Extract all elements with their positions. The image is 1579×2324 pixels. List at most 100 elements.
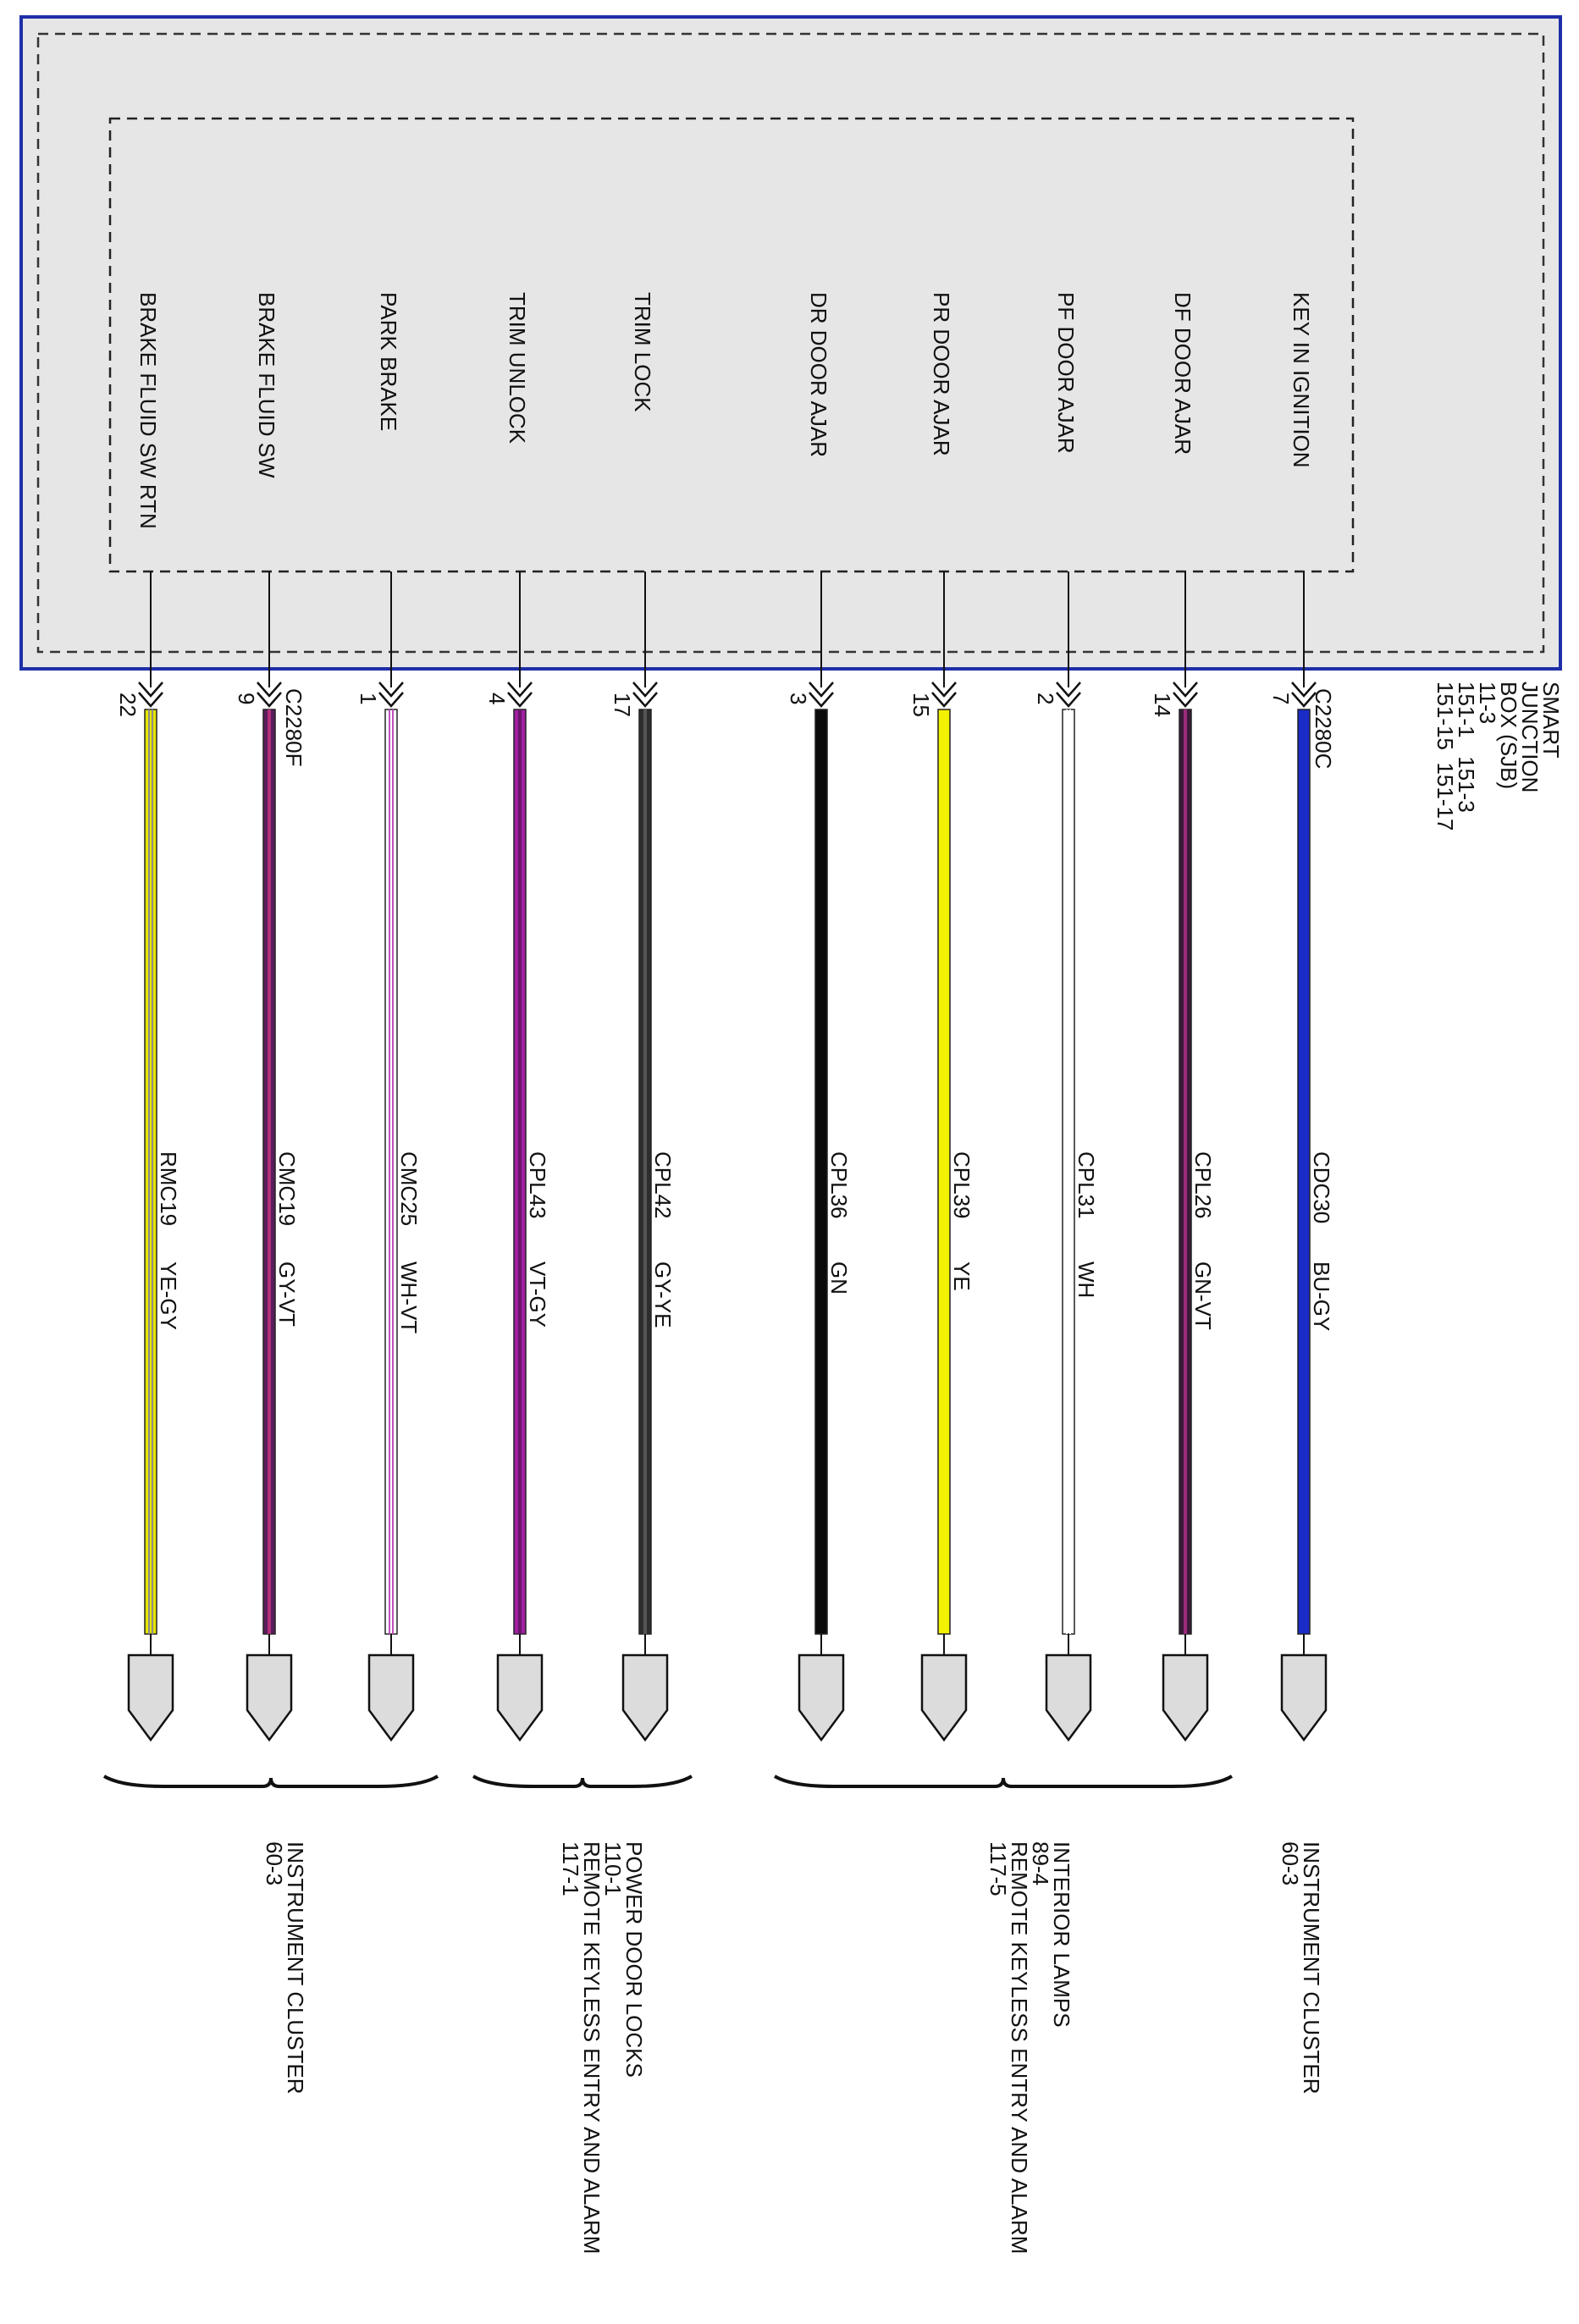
circuit-id: CPL43 [525, 1151, 550, 1219]
pin-chevron-icon [809, 692, 834, 708]
pin-number: 22 [115, 693, 141, 717]
terminal-connector-icon [1045, 1653, 1092, 1742]
destination-line: POWER DOOR LOCKS [621, 1841, 647, 2078]
destination-brackets [102, 1775, 1234, 1788]
pin-number: 15 [908, 693, 934, 717]
pin-chevron-icon [1056, 682, 1081, 698]
destination-line: 110-1 [600, 1841, 626, 1896]
destination-line: REMOTE KEYLESS ENTRY AND ALARM [579, 1841, 605, 2254]
terminal-connector-icon [920, 1653, 968, 1742]
bracket-line [472, 1775, 693, 1788]
pin-chevron-icon [257, 682, 282, 698]
pin-number-group: 9 [234, 693, 259, 704]
signal-label-group: TRIM LOCK [630, 292, 655, 412]
pin-number-group: 1 [356, 693, 381, 704]
pin-number-group: 7 [1268, 693, 1294, 704]
pin-number: 4 [484, 693, 510, 704]
signal-label-group: PF DOOR AJAR [1053, 292, 1079, 454]
pin-number: 14 [1150, 693, 1175, 717]
signal-label: BRAKE FLUID SW [254, 292, 279, 478]
signal-label: DF DOOR AJAR [1170, 292, 1195, 455]
sjb-ref-line-1: 11-3 [1475, 682, 1500, 724]
wire-color-code: GN [826, 1261, 852, 1294]
sjb-ref-line-3: 151-15 151-17 [1433, 682, 1458, 831]
wire-color-code: YE-GY [156, 1261, 181, 1330]
circuit-id: CPL39 [949, 1151, 974, 1219]
pin-chevron-icon [1173, 692, 1198, 708]
pin-number: 1 [356, 693, 381, 704]
pin-number: 17 [610, 693, 635, 717]
wire-color-code: GY-VT [274, 1261, 300, 1327]
pin-chevron-icon [507, 682, 533, 698]
signal-label-group: BRAKE FLUID SW [254, 292, 279, 478]
pin-chevron-icon [378, 682, 404, 698]
sjb-name-line-3: BOX (SJB) [1496, 682, 1521, 789]
signal-label-group: PR DOOR AJAR [929, 292, 954, 456]
pin-chevron-icon [1173, 682, 1198, 698]
wire-body [384, 709, 398, 1635]
circuit-id: CPL26 [1190, 1151, 1216, 1219]
circuit-id: CMC25 [396, 1151, 422, 1226]
pin-number: 7 [1268, 693, 1294, 704]
terminal-connector-icon [127, 1653, 174, 1742]
signal-label-group: DF DOOR AJAR [1170, 292, 1195, 455]
bracket-line [102, 1775, 439, 1788]
pin-chevron-icon [1056, 692, 1081, 708]
terminal-connector-icon [1162, 1653, 1209, 1742]
terminal-connector-icon [621, 1653, 669, 1742]
signal-label-group: TRIM UNLOCK [505, 292, 530, 444]
sjb-name-line-2: JUNCTION [1517, 682, 1543, 792]
destination-line: 117-1 [558, 1841, 583, 1896]
pin-number-group: 3 [786, 693, 811, 704]
wire-body [144, 709, 157, 1635]
pin-number-group: 17 [610, 693, 635, 717]
destination-line: REMOTE KEYLESS ENTRY AND ALARM [1007, 1841, 1032, 2254]
terminal-connector-icon [367, 1653, 415, 1742]
wire-body [1062, 709, 1075, 1635]
pin-chevron-icon [507, 692, 533, 708]
wire-color-code: VT-GY [525, 1261, 550, 1328]
pin-number: 9 [234, 693, 259, 704]
sjb-ref-line-2: 151-1 151-3 [1454, 682, 1479, 813]
signal-label: PARK BRAKE [376, 292, 401, 431]
wire-color-code: GN-VT [1190, 1261, 1216, 1330]
pin-number: 3 [786, 693, 811, 704]
sjb-module-label: SMART JUNCTION BOX (SJB) 11-3 151-1 151-… [1433, 682, 1564, 831]
pin-chevron-icon [138, 692, 163, 708]
signal-label: KEY IN IGNITION [1289, 292, 1314, 468]
pin-chevron-icon [1291, 682, 1317, 698]
terminal-connector-icon [1280, 1653, 1328, 1742]
pin-chevron-icon [378, 692, 404, 708]
pin-number-group: 2 [1033, 693, 1058, 704]
wire-body [1297, 709, 1311, 1635]
circuit-id: CPL42 [650, 1151, 676, 1219]
destination-line: 117-5 [985, 1841, 1011, 1896]
pin-chevron-icon [809, 682, 834, 698]
signal-label: DR DOOR AJAR [806, 292, 831, 457]
destination-line: INTERIOR LAMPS [1049, 1841, 1074, 2028]
pin-chevron-icon [1291, 692, 1317, 708]
signal-label-group: KEY IN IGNITION [1289, 292, 1314, 468]
wire-color-code: YE [949, 1261, 974, 1291]
wire-color-code: BU-GY [1309, 1261, 1334, 1331]
